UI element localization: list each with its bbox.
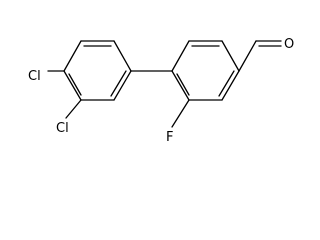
double-bond-inner [218,70,235,97]
molecule-diagram: Cl Cl F O [28,37,294,145]
double-bond-inner [68,73,82,96]
bond [221,40,240,72]
double-bond-inner [176,73,190,96]
bond [113,40,132,72]
left-benzene-ring [63,40,132,101]
atom-label-fluorine: F [166,130,173,145]
bond [238,40,257,72]
bond [221,70,240,101]
chemical-structure-canvas: Cl Cl F O [28,37,294,145]
bond [113,70,132,101]
atom-label-oxygen: O [284,37,294,52]
bond [63,40,82,72]
atom-label-cl-lower: Cl [56,121,69,136]
c-f-bond [171,99,190,128]
bond [171,40,190,72]
right-benzene-ring [171,40,240,101]
c-cl-bond-lower [65,99,82,119]
atom-label-cl-upper: Cl [28,69,41,84]
aldehyde-group [238,40,282,72]
bond [63,70,82,101]
double-bond-inner [110,70,127,97]
bond [171,70,190,101]
